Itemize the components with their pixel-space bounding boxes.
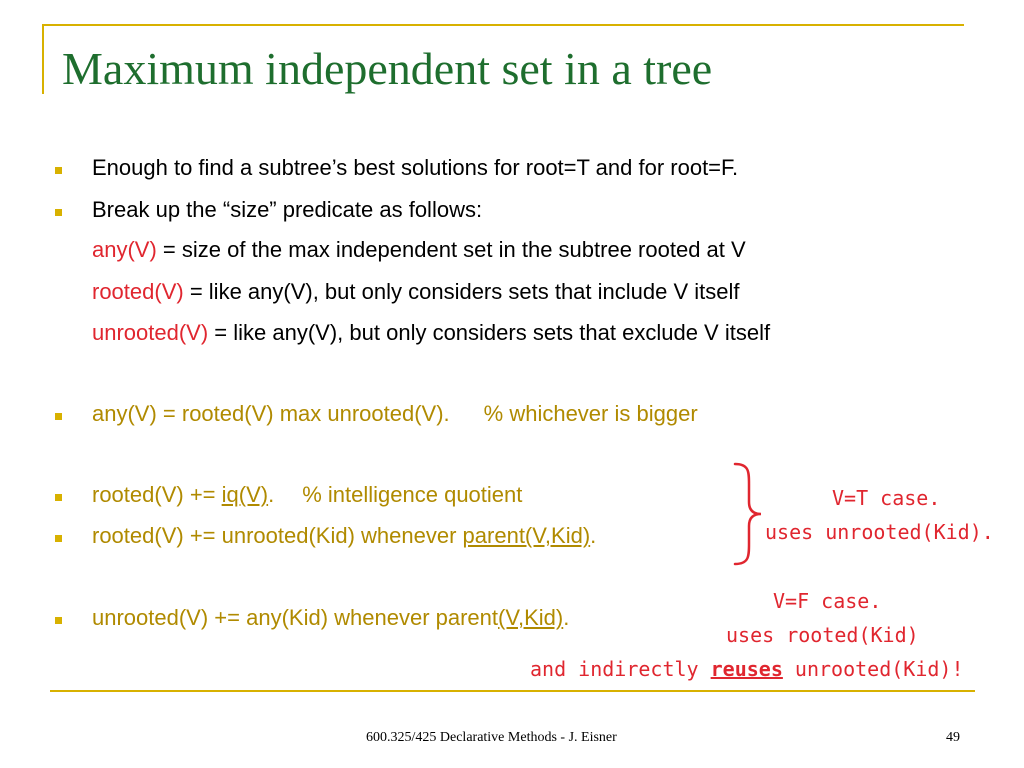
def-unrooted-name: unrooted(V) <box>92 320 209 345</box>
bullet-marker <box>55 413 62 420</box>
bullet-3: any(V) = rooted(V) max unrooted(V). % whi… <box>92 401 698 427</box>
bullet-marker <box>55 494 62 501</box>
def-rooted-name: rooted(V) <box>92 279 184 304</box>
bullet-5: rooted(V) += unrooted(Kid) whenever pare… <box>92 523 596 549</box>
page-number: 49 <box>946 730 960 745</box>
bullet-4: rooted(V) += iq(V). % intelligence quotie… <box>92 482 522 508</box>
def-any-text: = size of the max independent set in the… <box>156 237 746 262</box>
bullet-6: unrooted(V) += any(Kid) whenever parent(… <box>92 605 569 631</box>
bullet-marker <box>55 167 62 174</box>
annotation-vt-line1: V=T case. <box>832 486 941 510</box>
bullet-5-post: . <box>590 523 597 548</box>
annotation-vf-line2: uses rooted(Kid) <box>726 623 919 647</box>
annotation-vf-line3-pre: and indirectly <box>530 657 711 681</box>
bullet-6-link[interactable]: (V,Kid) <box>498 605 564 630</box>
def-any: any(V) = size of the max independent set… <box>92 237 746 263</box>
bullet-marker <box>55 209 62 216</box>
def-rooted-text: = like any(V), but only considers sets t… <box>183 279 740 304</box>
bullet-marker <box>55 617 62 624</box>
annotation-vt-line2: uses unrooted(Kid). <box>765 520 994 544</box>
annotation-vf-line3: and indirectly reuses unrooted(Kid)! <box>530 657 964 681</box>
slide-title: Maximum independent set in a tree <box>62 43 713 94</box>
bullet-6-pre: unrooted(V) += any(Kid) whenever parent <box>92 605 499 630</box>
bullet-1-text: Enough to find a subtree’s best solution… <box>92 155 739 180</box>
bullet-5-link[interactable]: parent(V,Kid) <box>462 523 591 548</box>
bullet-6-post: . <box>563 605 570 630</box>
bullet-4-link[interactable]: iq(V) <box>221 482 269 507</box>
def-any-name: any(V) <box>92 237 157 262</box>
annotation-vf-line3-post: unrooted(Kid)! <box>782 657 964 681</box>
bullet-2-text: Break up the “size” predicate as follows… <box>92 197 483 222</box>
def-unrooted-text: = like any(V), but only considers sets t… <box>208 320 771 345</box>
annotation-vf-reuses: reuses <box>710 657 783 681</box>
def-unrooted: unrooted(V) = like any(V), but only cons… <box>92 320 770 346</box>
bullet-marker <box>55 535 62 542</box>
bullet-3-code: any(V) = rooted(V) max unrooted(V). <box>92 401 450 426</box>
right-curly-brace-icon <box>733 462 762 566</box>
footer-rule <box>50 690 975 692</box>
def-rooted: rooted(V) = like any(V), but only consid… <box>92 279 740 305</box>
bullet-3-comment: % whichever is bigger <box>483 401 698 426</box>
bullet-4-pre: rooted(V) += <box>92 482 222 507</box>
bullet-5-pre: rooted(V) += unrooted(Kid) whenever <box>92 523 463 548</box>
annotation-vf-line1: V=F case. <box>773 589 882 613</box>
frame-top-rule <box>42 24 964 26</box>
bullet-4-post: . <box>268 482 275 507</box>
frame-left-rule <box>42 24 44 94</box>
bullet-4-comment: % intelligence quotient <box>302 482 523 507</box>
footer-course: 600.325/425 Declarative Methods - J. Eis… <box>366 730 617 745</box>
